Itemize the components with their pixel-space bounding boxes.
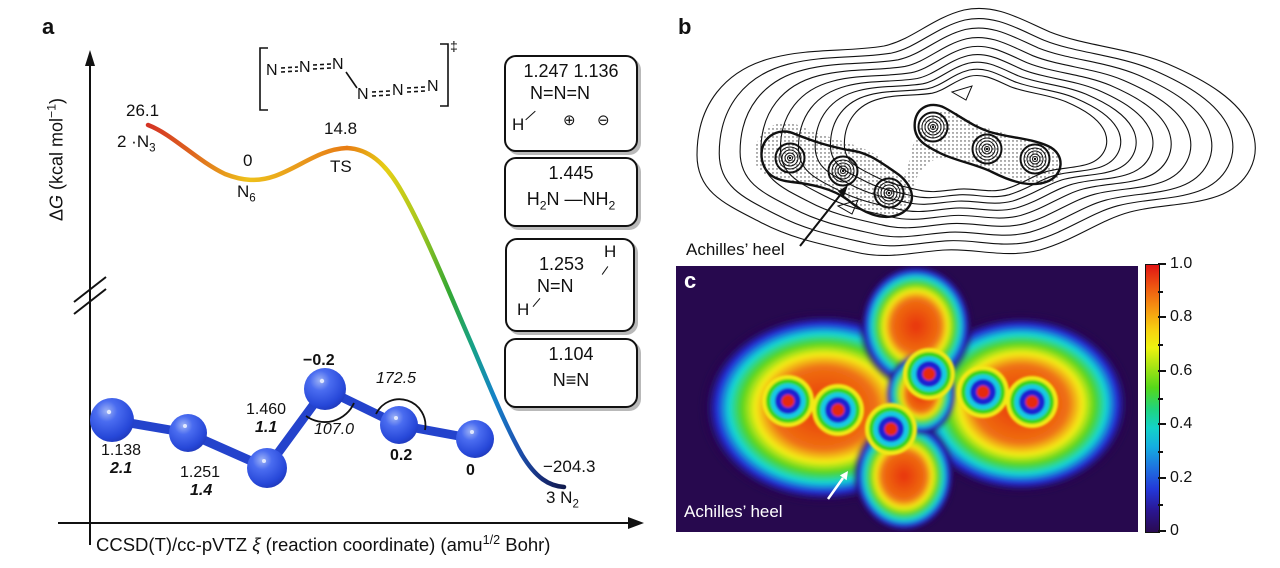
refbox-diazene-formula: N=N [537, 276, 574, 296]
species-reactant: 2 ·N3 [117, 132, 156, 155]
n6-atoms [90, 368, 494, 488]
nuclei-contour-rings [774, 111, 1051, 209]
panel-b-contour-plot [696, 7, 1256, 257]
y-axis-break-icon [73, 276, 107, 315]
x-axis [58, 517, 644, 529]
nuclei-bullseyes [762, 348, 1058, 455]
refbox-hn3-plus-icon: ⊕ [563, 112, 576, 129]
y-axis [85, 50, 95, 545]
bond-order-2: 1.4 [190, 482, 213, 499]
ts-atom-n1: N [266, 62, 278, 79]
colorbar-tick-1.0: 1.0 [1170, 255, 1193, 272]
bond-order-1: 2.1 [110, 460, 133, 477]
refbox-hydrazine: 1.445 H2N —NH2 [504, 157, 638, 227]
h-bond-line [532, 297, 541, 308]
contour-islands [836, 85, 973, 215]
colorbar-tick-0.4: 0.4 [1170, 415, 1193, 432]
bond-order-3: 1.1 [255, 419, 278, 436]
bond-length-2: 1.251 [180, 464, 221, 481]
y-axis-title: ΔG (kcal mol−1) [44, 98, 67, 222]
energy-intermediate: 0 [243, 151, 253, 170]
colorbar-tick-0.6: 0.6 [1170, 362, 1193, 379]
species-product: 3 N2 [546, 488, 579, 511]
panel-a-label: a [42, 14, 55, 39]
ts-atom-n4: N [357, 86, 369, 103]
refbox-diazene-h-bottom: H [517, 300, 530, 319]
ts-structure-bonds [259, 43, 449, 111]
refbox-n2-formula: N≡N [552, 370, 590, 390]
panel-c-label: c [684, 268, 697, 293]
refbox-hn3-minus-icon: ⊖ [597, 112, 610, 129]
colorbar-tick-0.8: 0.8 [1170, 308, 1193, 325]
panel-c-heatmap: c Achilles’ heel [676, 266, 1138, 532]
ts-atom-n2: N [299, 59, 311, 76]
species-intermediate: N6 [237, 182, 256, 205]
refbox-diazene: 1.253 H N=N H [505, 238, 635, 332]
refbox-hn3: 1.247 1.136 N=N=N H ⊕ ⊖ [504, 55, 638, 152]
refbox-hydrazine-formula: H2N —NH2 [526, 189, 616, 213]
angle-172: 172.5 [376, 370, 417, 387]
stippled-core-region [754, 110, 1062, 217]
bond-length-3: 1.460 [246, 401, 287, 418]
energy-ts: 14.8 [324, 119, 358, 138]
ts-atom-n6: N [427, 78, 439, 95]
panel-c-blobs [699, 266, 1133, 532]
refbox-diazene-value: 1.253 [539, 254, 585, 274]
colorbar-tick-0: 0 [1170, 522, 1179, 539]
ts-atom-n5: N [392, 82, 404, 99]
energy-reactant: 26.1 [126, 101, 160, 120]
refbox-hydrazine-value: 1.445 [548, 163, 594, 183]
ts-atom-n3: N [332, 56, 344, 73]
angle-107: 107.0 [314, 421, 355, 438]
x-axis-title: CCSD(T)/cc-pVTZ ξ (reaction coordinate) … [96, 533, 551, 556]
achilles-heel-arrow-b [799, 185, 848, 247]
refbox-n2: 1.104 N≡N [504, 338, 638, 408]
refbox-diazene-h-top: H [604, 242, 617, 261]
panel-a-energy-diagram [58, 43, 644, 545]
atom-charge-3: 0 [466, 462, 475, 479]
achilles-heel-arrow-c [826, 471, 848, 500]
ts-dagger: ‡ [450, 38, 458, 54]
core-thick-contours [760, 103, 1062, 219]
achilles-heel-annotation-c: Achilles’ heel [684, 502, 783, 521]
h-bond-line [601, 266, 609, 275]
achilles-heel-annotation-b: Achilles’ heel [686, 240, 785, 259]
refbox-n2-value: 1.104 [548, 344, 594, 364]
n6-molecule [90, 368, 494, 488]
panel-b-label: b [678, 14, 692, 39]
refbox-hn3-values: 1.247 1.136 [523, 61, 619, 81]
refbox-hn3-h: H [512, 115, 525, 134]
bond-length-1: 1.138 [101, 442, 142, 459]
energy-curve [145, 122, 567, 490]
h-bond-line [525, 110, 536, 121]
energy-product: −204.3 [543, 457, 596, 476]
species-ts: TS [330, 157, 352, 176]
colorbar-tick-0.2: 0.2 [1170, 469, 1193, 486]
atom-charge-1: −0.2 [303, 352, 335, 369]
angle-arcs [305, 398, 427, 431]
atom-charge-2: 0.2 [390, 447, 413, 464]
refbox-hn3-formula: N=N=N [530, 83, 591, 103]
